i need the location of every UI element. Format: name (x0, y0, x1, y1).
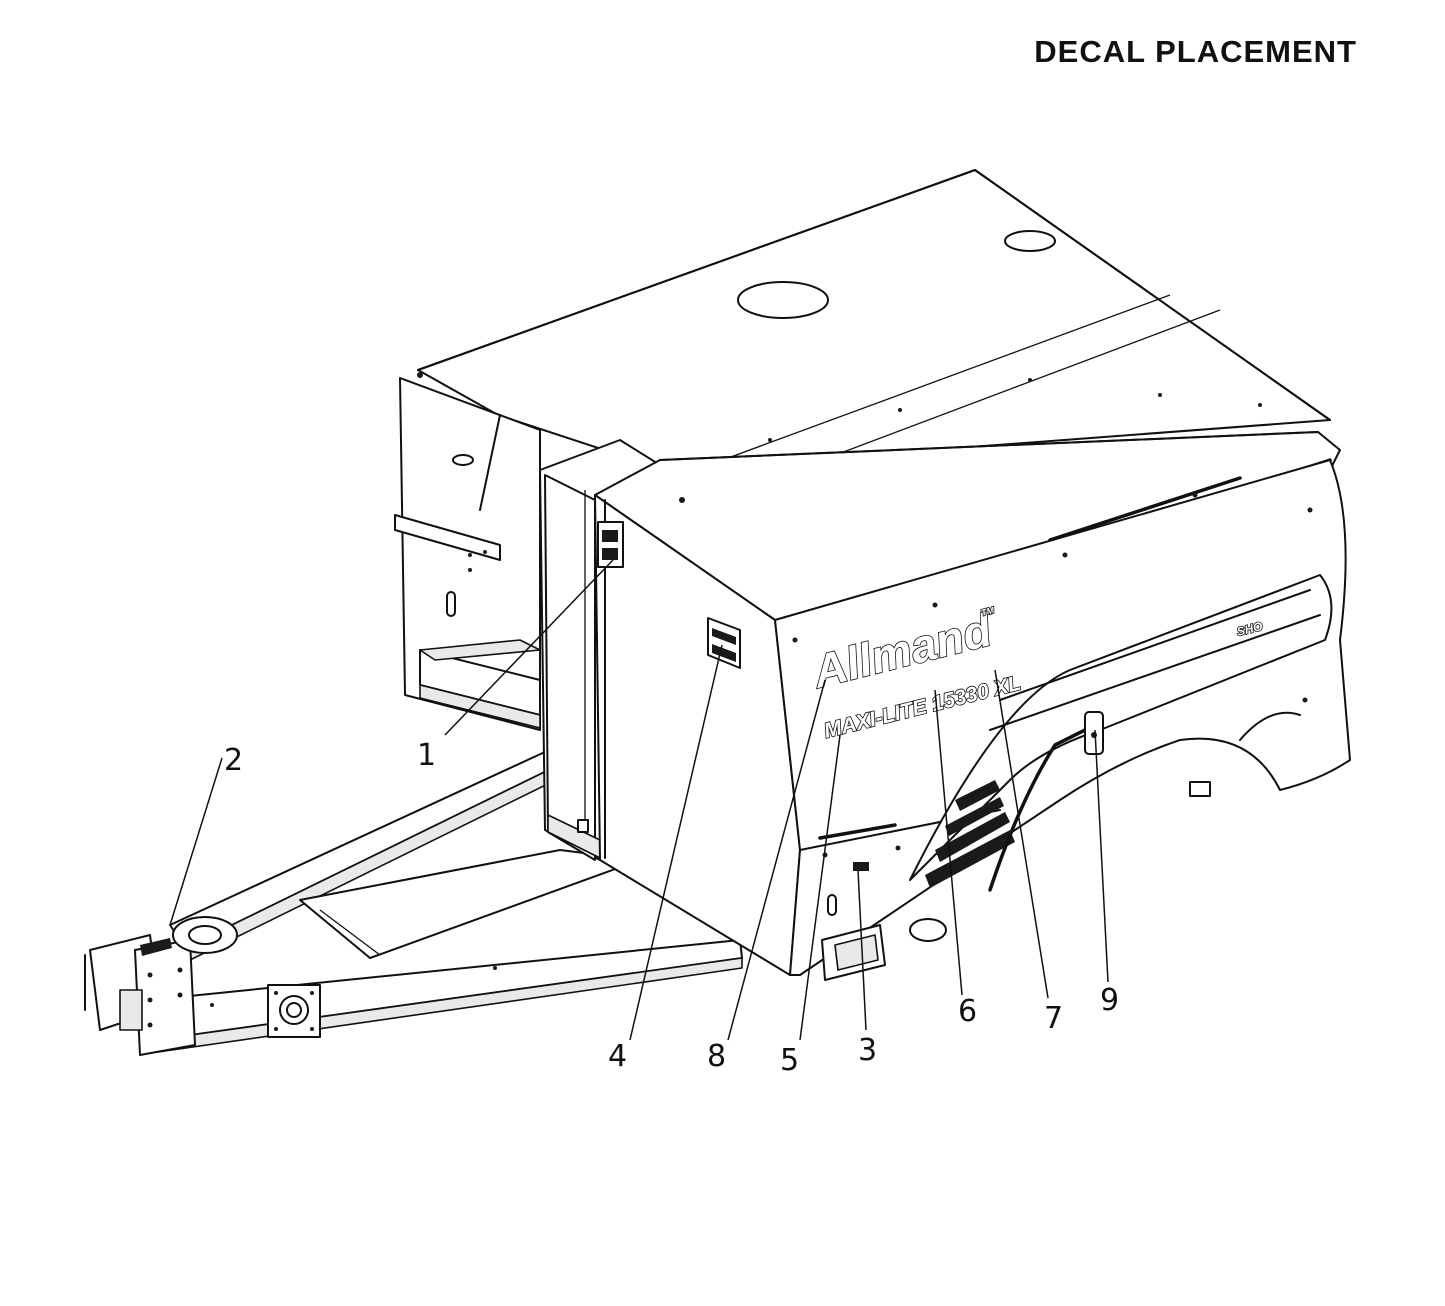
decal-door-upper (597, 521, 624, 568)
leader-lines (169, 559, 1109, 1041)
callout-6: 6 (958, 994, 977, 1029)
callout-2: 2 (224, 743, 243, 778)
callout-7: 7 (1044, 1001, 1063, 1036)
page-title: DECAL PLACEMENT (1034, 34, 1357, 69)
callout-3: 3 (858, 1033, 877, 1068)
rear-enclosure (394, 169, 1331, 731)
callout-4: 4 (608, 1039, 627, 1074)
callout-5: 5 (780, 1043, 799, 1078)
callout-9: 9 (1100, 983, 1119, 1018)
brand-mark-decal: TM (980, 605, 996, 618)
main-enclosure (594, 378, 1351, 981)
callout-8: 8 (707, 1039, 726, 1074)
callout-1: 1 (417, 738, 436, 773)
decal-door-side (707, 617, 741, 669)
callouts: 1 2 3 4 5 6 7 8 9 (224, 738, 1119, 1078)
